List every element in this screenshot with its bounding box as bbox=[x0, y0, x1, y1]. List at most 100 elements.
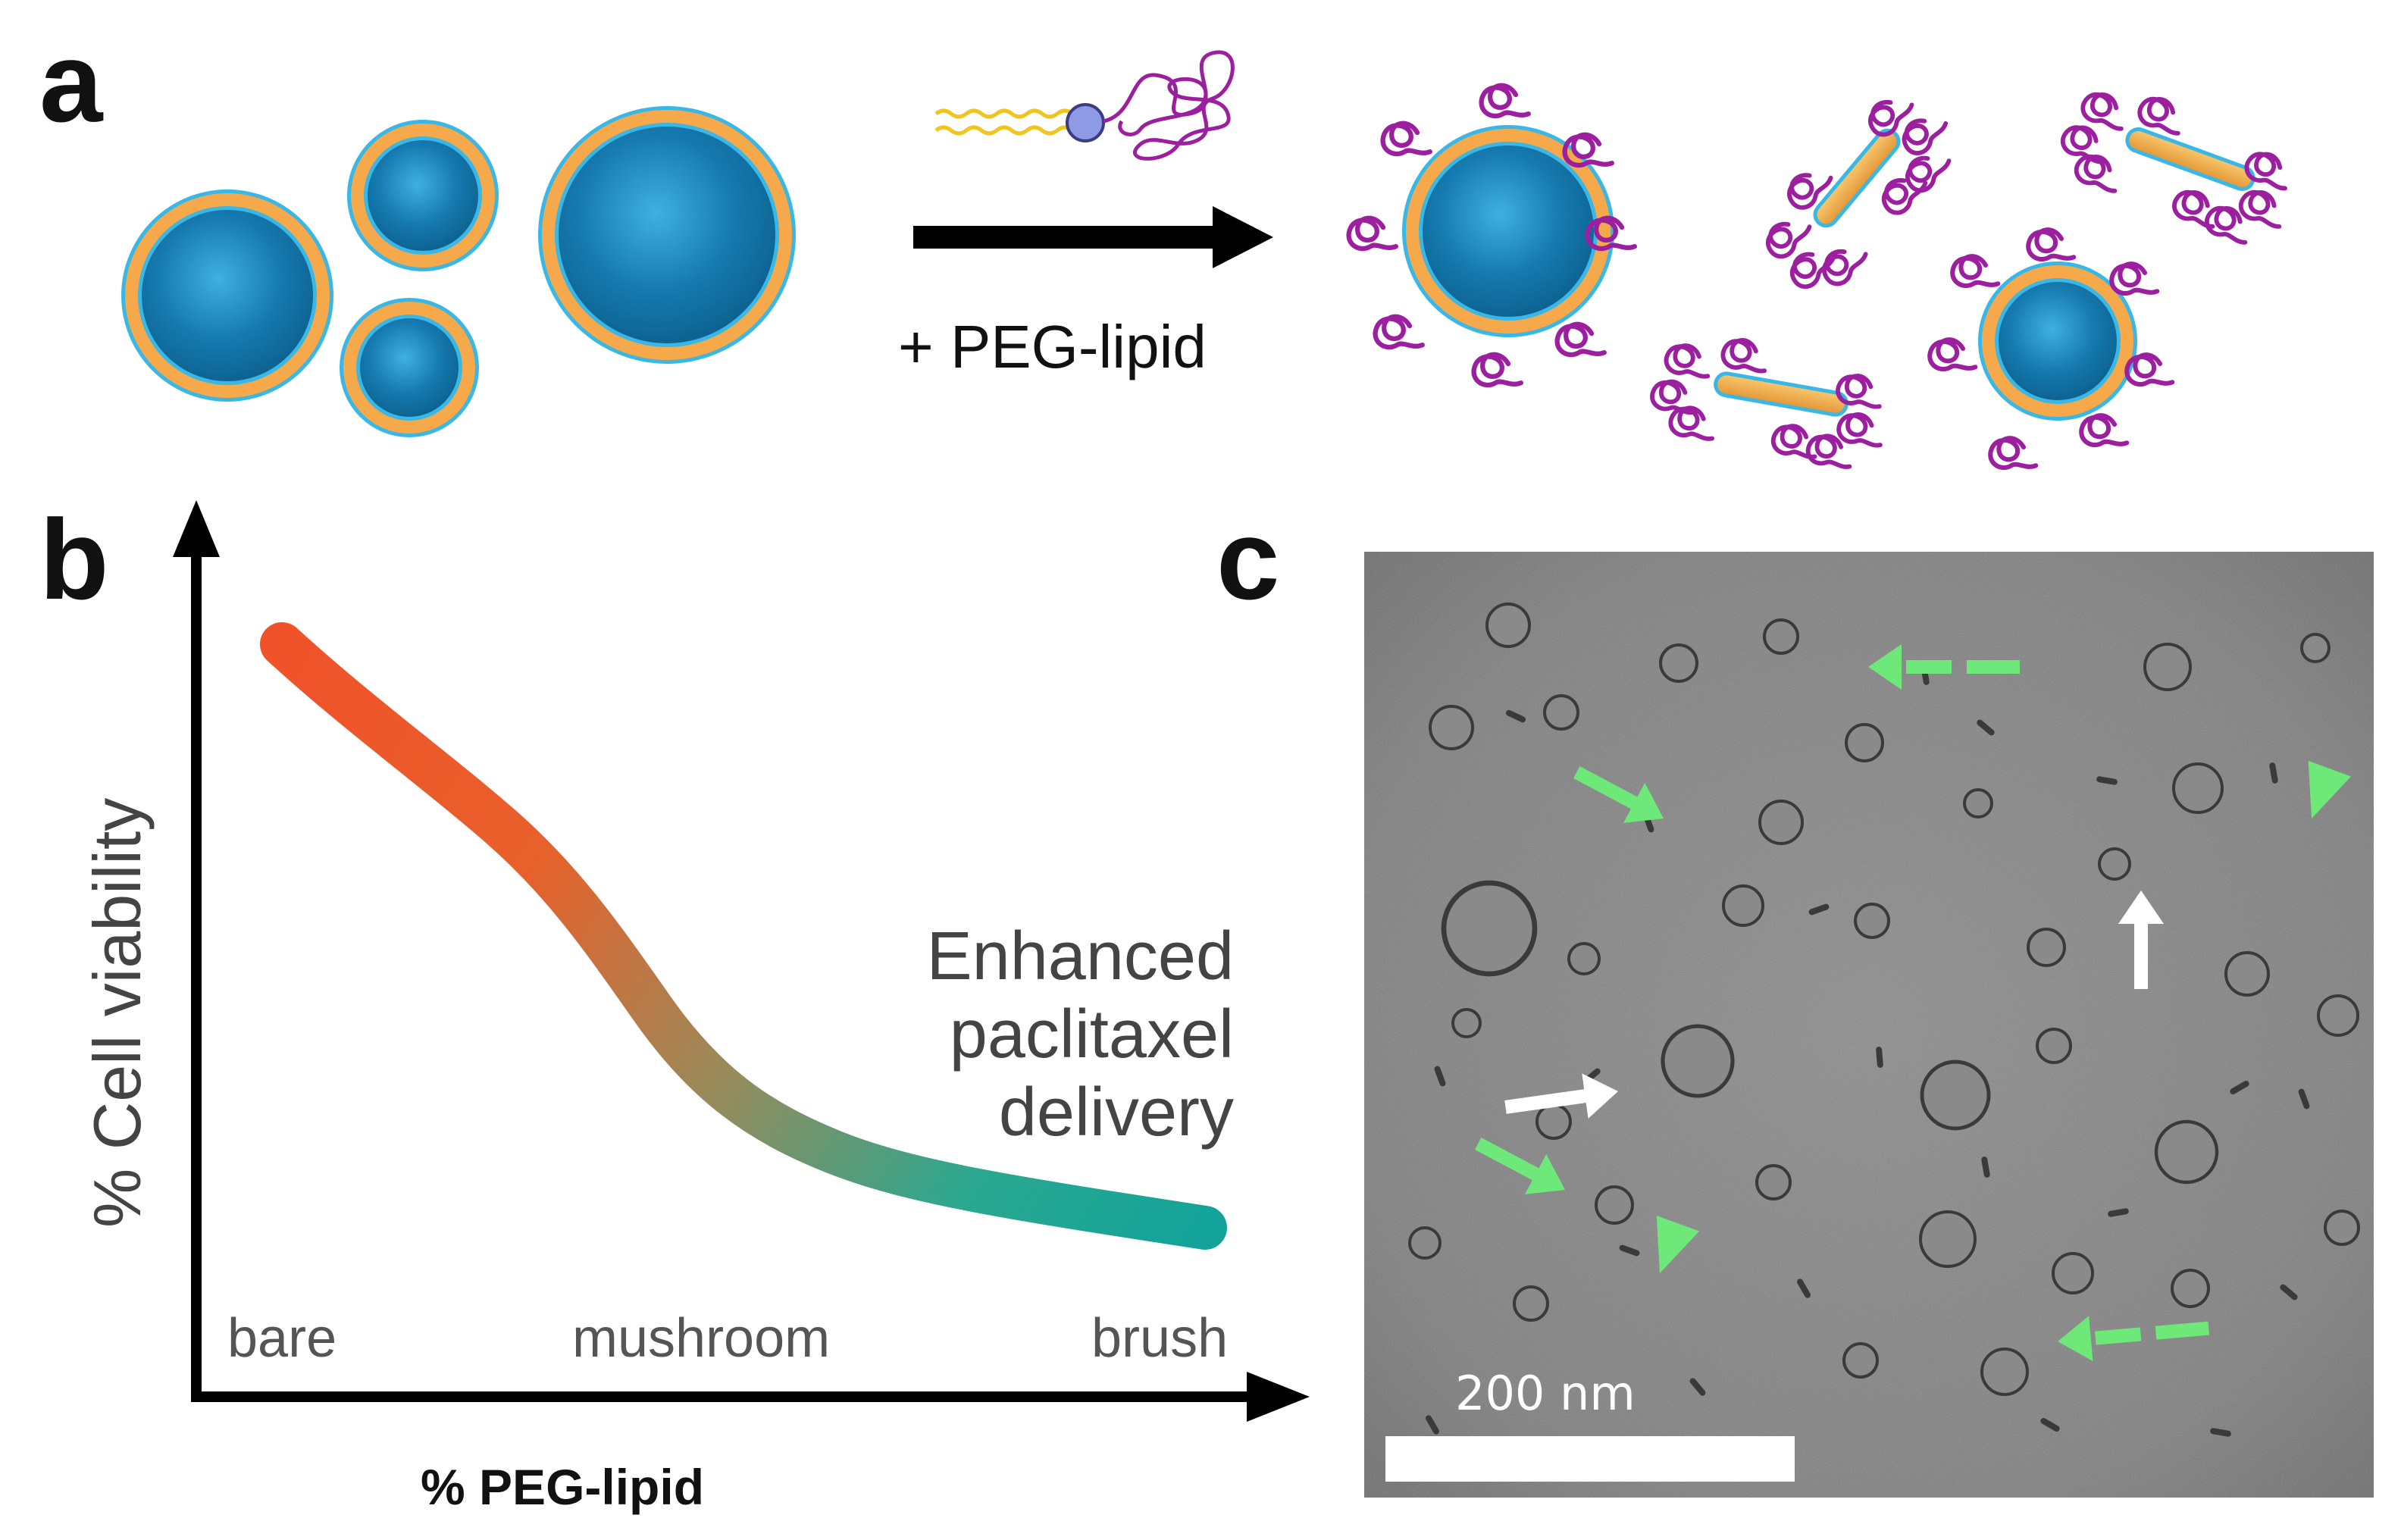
peg-chain-icon bbox=[1562, 132, 1614, 168]
peg-chain-icon bbox=[2079, 413, 2130, 448]
axes bbox=[173, 500, 1310, 1422]
peg-lipid-molecule-icon bbox=[934, 50, 1235, 161]
white-arrow bbox=[1504, 1073, 1618, 1119]
tem-rod bbox=[1808, 903, 1830, 916]
bare-vesicle bbox=[347, 120, 499, 271]
green-arrowhead bbox=[2308, 760, 2352, 819]
tem-rod bbox=[2298, 1088, 2310, 1110]
peg-chain-icon bbox=[1664, 343, 1711, 379]
tem-vesicle bbox=[1441, 880, 1538, 977]
tem-vesicle bbox=[2171, 1269, 2210, 1308]
pegylated-rod-particle bbox=[1765, 100, 1952, 290]
tem-rod bbox=[1977, 719, 1995, 736]
tem-vesicle bbox=[1567, 942, 1601, 975]
tem-vesicle bbox=[2324, 1210, 2360, 1246]
green-dashed-arrow bbox=[2058, 1316, 2210, 1362]
panel-c-letter: c bbox=[1216, 496, 1279, 623]
pegylated-vesicle bbox=[1978, 261, 2137, 421]
tem-vesicle bbox=[1963, 788, 1993, 819]
x-axis-label: % PEG-lipid bbox=[421, 1459, 704, 1515]
tem-vesicle bbox=[2143, 643, 2192, 691]
tem-vesicle bbox=[1485, 603, 1531, 648]
tem-rod bbox=[1797, 1279, 1811, 1298]
peg-chain-icon bbox=[2060, 125, 2104, 164]
peg-chain-icon bbox=[1380, 121, 1432, 157]
tem-rod bbox=[2040, 1418, 2060, 1432]
tem-vesicle bbox=[2052, 1252, 2094, 1294]
scale-bar bbox=[1385, 1436, 1795, 1482]
regime-label-mushroom: mushroom bbox=[572, 1308, 830, 1369]
tem-particles bbox=[1408, 603, 2360, 1437]
y-axis-arrowhead bbox=[173, 500, 220, 557]
tem-vesicle bbox=[1763, 618, 1799, 655]
peg-chain-icon bbox=[1479, 83, 1531, 119]
peg-chain-icon bbox=[1554, 321, 1607, 358]
scale-bar-label: 200 nm bbox=[1455, 1366, 1636, 1421]
peg-chain-icon bbox=[1720, 338, 1767, 374]
tem-arrows bbox=[1474, 644, 2352, 1362]
peg-chain-icon bbox=[1867, 100, 1914, 137]
peg-chain-icon bbox=[2244, 152, 2287, 191]
tem-vesicle bbox=[1595, 1185, 1634, 1225]
peg-chain-icon bbox=[1585, 215, 1637, 252]
panel-b: b % Cell viability % PEG-lipid Enhanced … bbox=[39, 496, 1310, 1515]
tem-vesicle bbox=[2300, 633, 2331, 663]
bare-vesicle bbox=[538, 106, 796, 364]
tem-vesicle bbox=[2036, 1028, 2072, 1064]
peg-chain-icon bbox=[1905, 155, 1952, 193]
reaction-arrow bbox=[913, 206, 1273, 268]
tem-vesicle bbox=[2154, 1119, 2219, 1185]
tem-vesicle bbox=[1845, 723, 1884, 762]
bare-vesicles-group bbox=[121, 106, 796, 437]
peg-chain-icon bbox=[2074, 154, 2118, 193]
tem-vesicle bbox=[1755, 1164, 1792, 1200]
tem-vesicle bbox=[1920, 1060, 1991, 1131]
panel-b-letter: b bbox=[39, 496, 109, 623]
tem-vesicle bbox=[2172, 762, 2224, 814]
pegylated-rod-particle bbox=[1650, 338, 1883, 469]
tem-vesicle bbox=[1535, 1103, 1572, 1140]
tem-vesicle bbox=[1408, 1226, 1442, 1260]
tem-vesicle bbox=[1543, 694, 1579, 731]
tem-rod bbox=[2230, 1081, 2249, 1094]
peg-chain-icon bbox=[2238, 189, 2282, 229]
tem-rod bbox=[1876, 1047, 1883, 1068]
annotation-text: Enhanced paclitaxel delivery bbox=[927, 919, 1234, 1150]
pegylated-vesicle bbox=[1402, 125, 1614, 337]
peg-chain-icon bbox=[2124, 352, 2175, 387]
pegylated-particles-group bbox=[1346, 83, 2287, 471]
tem-vesicle bbox=[1451, 1008, 1482, 1038]
peg-chain-icon bbox=[1668, 405, 1714, 441]
tem-vesicle bbox=[1842, 1342, 1879, 1379]
viability-curve bbox=[260, 622, 1227, 1250]
peg-chain-icon bbox=[1836, 412, 1883, 448]
green-arrow bbox=[1474, 1138, 1565, 1194]
bare-vesicle bbox=[340, 298, 479, 437]
tem-vesicle bbox=[1513, 1285, 1549, 1322]
peg-chain-icon bbox=[1765, 221, 1812, 259]
peg-chain-icon bbox=[2137, 96, 2180, 136]
annotation-line-3: delivery bbox=[999, 1075, 1234, 1150]
tem-rod bbox=[2269, 762, 2278, 784]
tem-rod bbox=[2280, 1284, 2298, 1301]
panel-a: a + PEG-lipid bbox=[39, 18, 2287, 471]
peg-chain-icon bbox=[2080, 92, 2124, 131]
peg-chain-icon bbox=[1789, 252, 1836, 290]
white-arrow bbox=[2118, 891, 2164, 989]
peg-chain-icon bbox=[1881, 178, 1928, 215]
peg-chain-icon bbox=[1822, 249, 1868, 286]
tem-rod bbox=[1619, 1244, 1640, 1257]
peg-chain-icon bbox=[1902, 118, 1949, 155]
green-arrow bbox=[1573, 766, 1664, 823]
peg-chain-icon bbox=[2026, 227, 2077, 262]
peg-chain-icon bbox=[1988, 436, 2039, 471]
tem-vesicle bbox=[1659, 643, 1698, 683]
peg-chain-icon bbox=[2204, 205, 2248, 245]
peg-chain-icon bbox=[1373, 314, 1425, 350]
x-axis-line bbox=[191, 1391, 1252, 1402]
peg-chain-icon bbox=[1787, 173, 1833, 210]
pegylated-rod-particle bbox=[2060, 92, 2287, 245]
peg-chain-icon bbox=[2109, 261, 2160, 296]
tem-rod bbox=[2108, 1208, 2129, 1217]
tem-rod bbox=[1426, 1415, 1439, 1435]
